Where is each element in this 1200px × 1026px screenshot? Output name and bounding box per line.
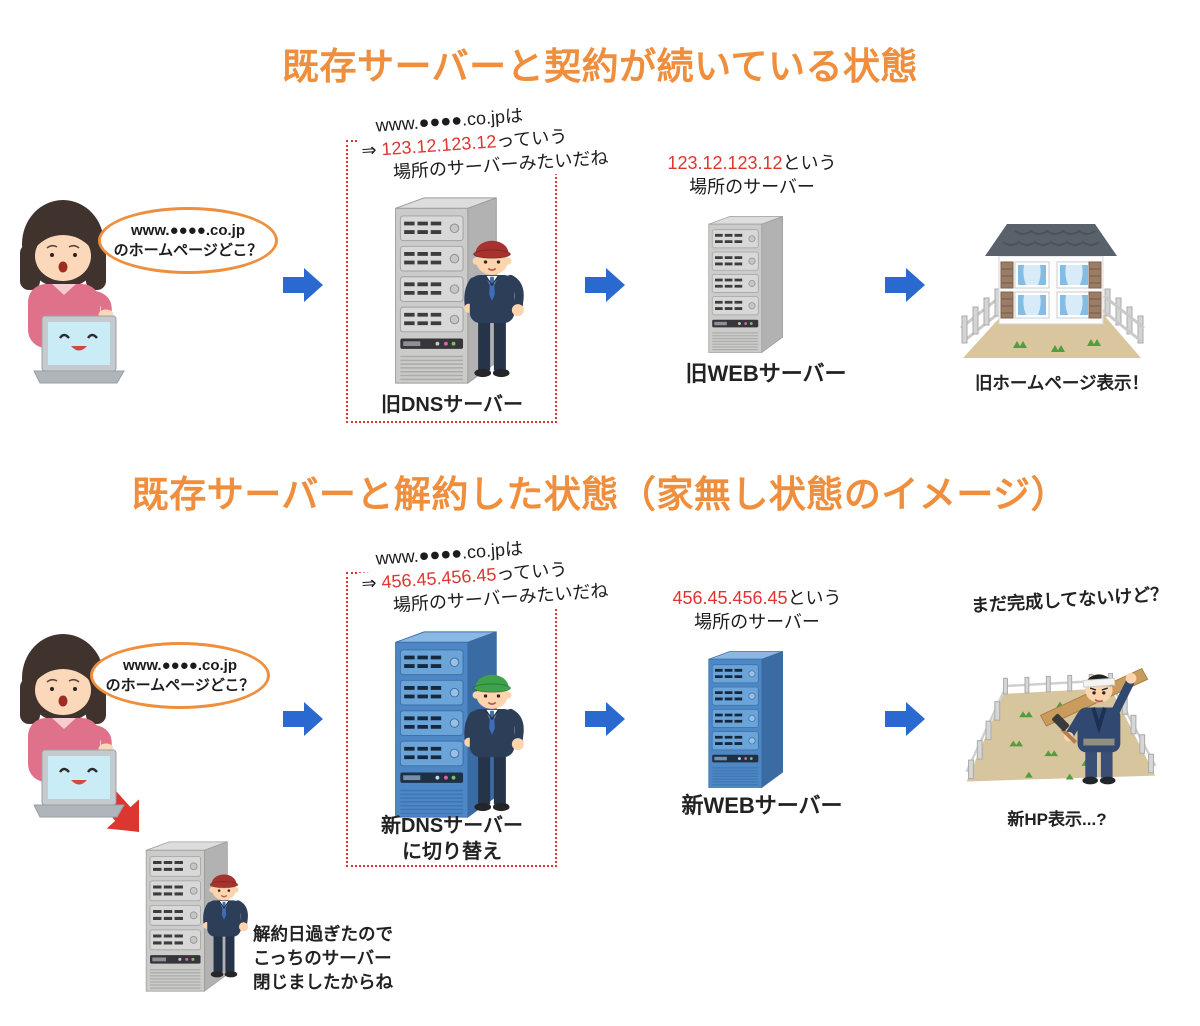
old-server-admin-illustration bbox=[455, 224, 529, 386]
old-web-server-label: 旧WEBサーバー bbox=[685, 361, 847, 386]
old-homepage-house-illustration bbox=[955, 200, 1150, 360]
query-question: のホームページどこ？ bbox=[105, 676, 255, 694]
query-speech-bubble: www.●●●●.co.jp のホームページどこ？ bbox=[90, 642, 270, 709]
new-result-label: 新HP表示...? bbox=[1007, 810, 1107, 829]
section-old-title: 既存サーバーと契約が続いている状態 bbox=[281, 46, 919, 87]
old-ip-address: 123.12.123.12 bbox=[667, 153, 783, 173]
old-result-label: 旧ホームページ表示！ bbox=[974, 373, 1150, 393]
query-url: www.●●●●.co.jp bbox=[130, 222, 246, 239]
flow-arrow-icon bbox=[585, 701, 625, 737]
flow-arrow-icon bbox=[283, 701, 323, 737]
construction-note: まだ完成してないけど？ bbox=[970, 583, 1169, 616]
flow-arrow-icon bbox=[885, 701, 925, 737]
new-web-server-illustration bbox=[703, 648, 787, 791]
old-dns-note: www.●●●●.co.jpは ⇒ 123.12.123.12っていう 場所のサ… bbox=[356, 98, 613, 187]
flow-arrow-icon bbox=[885, 267, 925, 303]
new-server-admin-illustration bbox=[455, 658, 529, 820]
old-dns-server-label: 旧DNSサーバー bbox=[380, 394, 524, 416]
section-new-title: 既存サーバーと解約した状態（家無し状態のイメージ） bbox=[131, 474, 1069, 515]
query-speech-bubble: www.●●●●.co.jp のホームページどこ？ bbox=[98, 207, 278, 274]
cancel-note: 解約日過ぎたので こっちのサーバー 閉じましたからね bbox=[253, 924, 393, 993]
query-question: のホームページどこ？ bbox=[113, 241, 263, 259]
new-ip-address: 456.45.456.45 bbox=[672, 588, 788, 608]
closed-server-admin-illustration bbox=[196, 862, 252, 984]
new-web-note: 456.45.456.45という 場所のサーバー bbox=[672, 588, 842, 632]
old-web-server-illustration bbox=[703, 213, 787, 356]
old-web-note: 123.12.123.12という 場所のサーバー bbox=[667, 153, 837, 197]
construction-site-illustration bbox=[948, 618, 1173, 798]
query-url: www.●●●●.co.jp bbox=[122, 657, 238, 674]
flow-arrow-icon bbox=[585, 267, 625, 303]
new-dns-note: www.●●●●.co.jpは ⇒ 456.45.456.45っていう 場所のサ… bbox=[356, 531, 613, 620]
flow-arrow-icon bbox=[283, 267, 323, 303]
new-dns-server-label: 新DNSサーバー に切り替え bbox=[380, 815, 524, 863]
new-web-server-label: 新WEBサーバー bbox=[681, 793, 843, 818]
